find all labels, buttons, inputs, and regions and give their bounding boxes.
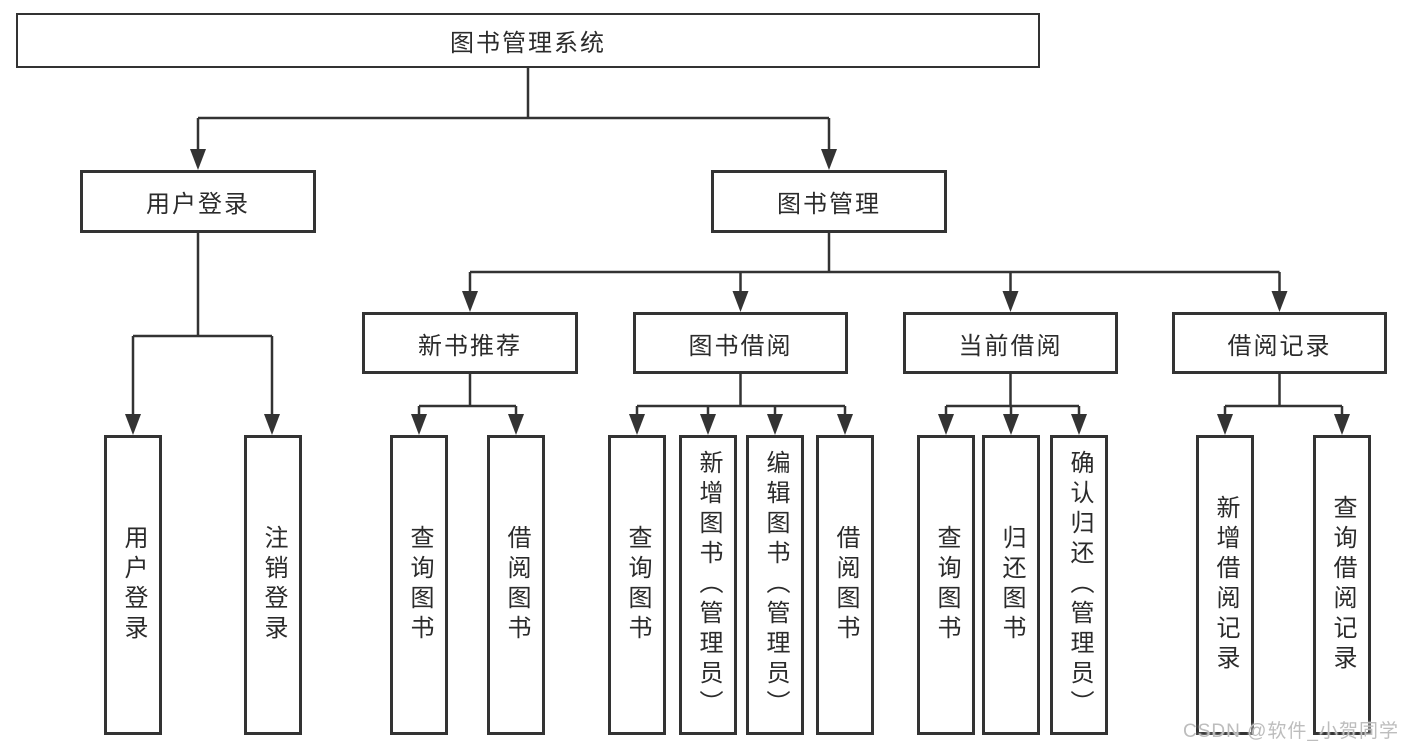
node-label: 图书管理	[777, 191, 881, 218]
leaf-edit-books-admin: 编辑图书（管理员）	[746, 435, 804, 735]
node-label: 新书推荐	[418, 332, 522, 360]
node-label: 查询图书	[406, 525, 433, 645]
arrow-down-icon	[1002, 291, 1019, 312]
node-label: 图书管理系统	[450, 30, 606, 57]
node-label: 新增借阅记录	[1212, 495, 1239, 675]
node-label: 查询借阅记录	[1329, 495, 1356, 675]
csdn-watermark: CSDN @软件_小贺同学	[1183, 721, 1399, 742]
node-label: 归还图书	[998, 525, 1025, 645]
leaf-logout: 注销登录	[244, 435, 302, 735]
leaf-add-borrow-record: 新增借阅记录	[1196, 435, 1254, 735]
arrow-down-icon	[821, 149, 837, 170]
node-book-management: 图书管理	[711, 170, 947, 233]
arrow-down-icon	[732, 291, 749, 312]
arrow-down-icon	[264, 414, 280, 435]
arrowheads	[125, 149, 1350, 435]
arrow-down-icon	[1217, 414, 1233, 435]
node-label: 新增图书（管理员）	[695, 450, 722, 720]
node-label: 编辑图书（管理员）	[762, 450, 789, 720]
leaf-borrow-books-recommend: 借阅图书	[487, 435, 545, 735]
leaf-query-books-current: 查询图书	[917, 435, 975, 735]
node-book-borrowing: 图书借阅	[633, 312, 848, 374]
arrow-down-icon	[190, 149, 206, 170]
arrow-down-icon	[629, 414, 645, 435]
leaf-query-borrow-record: 查询借阅记录	[1313, 435, 1371, 735]
arrow-down-icon	[700, 414, 716, 435]
node-user-login-branch: 用户登录	[80, 170, 316, 233]
node-label: 查询图书	[624, 525, 651, 645]
node-label: 查询图书	[933, 525, 960, 645]
arrow-down-icon	[125, 414, 141, 435]
arrow-down-icon	[508, 414, 524, 435]
arrow-down-icon	[767, 414, 783, 435]
leaf-add-books-admin: 新增图书（管理员）	[679, 435, 737, 735]
node-label: 借阅图书	[503, 525, 530, 645]
leaf-user-login: 用户登录	[104, 435, 162, 735]
leaf-return-books: 归还图书	[982, 435, 1040, 735]
node-label: 确认归还（管理员）	[1066, 450, 1093, 720]
node-borrow-records: 借阅记录	[1172, 312, 1387, 374]
node-label: 借阅图书	[832, 525, 859, 645]
node-label: 注销登录	[260, 525, 287, 645]
leaf-confirm-return-admin: 确认归还（管理员）	[1050, 435, 1108, 735]
node-label: 用户登录	[120, 525, 147, 645]
node-current-borrowing: 当前借阅	[903, 312, 1118, 374]
leaf-query-books-borrow: 查询图书	[608, 435, 666, 735]
node-label: 用户登录	[146, 191, 250, 218]
leaf-borrow-books: 借阅图书	[816, 435, 874, 735]
node-label: 图书借阅	[688, 332, 793, 360]
leaf-query-books-recommend: 查询图书	[390, 435, 448, 735]
connector-path	[131, 68, 1344, 416]
arrow-down-icon	[1334, 414, 1350, 435]
arrow-down-icon	[1003, 414, 1019, 435]
node-label: 当前借阅	[958, 332, 1063, 360]
node-new-book-recommend: 新书推荐	[362, 312, 578, 374]
arrow-down-icon	[411, 414, 427, 435]
arrow-down-icon	[837, 414, 853, 435]
node-library-system: 图书管理系统	[16, 13, 1040, 68]
arrow-down-icon	[938, 414, 954, 435]
arrow-down-icon	[462, 291, 478, 312]
arrow-down-icon	[1271, 291, 1288, 312]
node-label: 借阅记录	[1227, 332, 1332, 360]
arrow-down-icon	[1071, 414, 1087, 435]
